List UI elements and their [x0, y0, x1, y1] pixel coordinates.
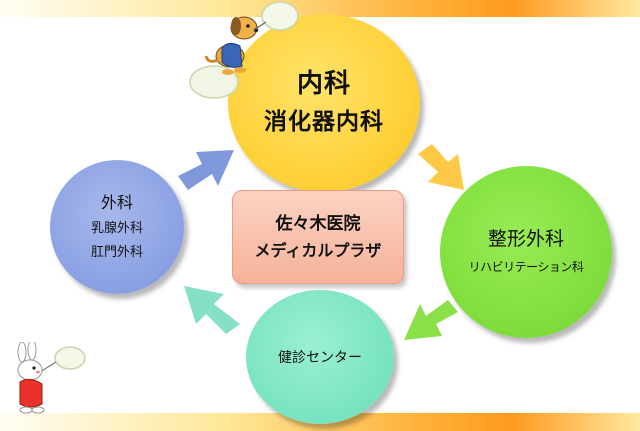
rabbit-mascot-with-balloon-icon	[17, 342, 86, 414]
clinic-subtitle: メディカルプラザ	[254, 241, 382, 260]
health-checkup-label: 健診センター	[278, 350, 362, 366]
surgery-circle: 外科 乳腺外科 肛門外科	[50, 160, 184, 294]
internal-medicine-label: 内科	[296, 69, 351, 99]
clinic-name: 佐々木医院	[275, 214, 361, 234]
rehabilitation-label: リハビリテーション科	[468, 260, 584, 274]
surgery-label: 外科	[100, 193, 133, 212]
orthopedics-label: 整形外科	[487, 228, 564, 250]
breast-surgery-label: 乳腺外科	[90, 221, 143, 236]
top-decorative-band	[0, 0, 640, 17]
clinic-name-box: 佐々木医院 メディカルプラザ	[232, 190, 404, 284]
arrow-left-to-top	[178, 150, 234, 190]
arrow-top-to-right	[418, 144, 464, 190]
arrow-right-to-bottom	[404, 300, 458, 340]
orthopedics-circle: 整形外科 リハビリテーション科	[440, 166, 612, 338]
proctology-label: 肛門外科	[90, 245, 143, 260]
gastroenterology-label: 消化器内科	[264, 109, 384, 135]
dog-mascot-with-balloon-icon	[189, 1, 299, 99]
arrow-bottom-to-left	[184, 286, 240, 334]
health-checkup-circle: 健診センター	[246, 290, 394, 424]
internal-medicine-circle: 内科 消化器内科	[228, 14, 420, 192]
